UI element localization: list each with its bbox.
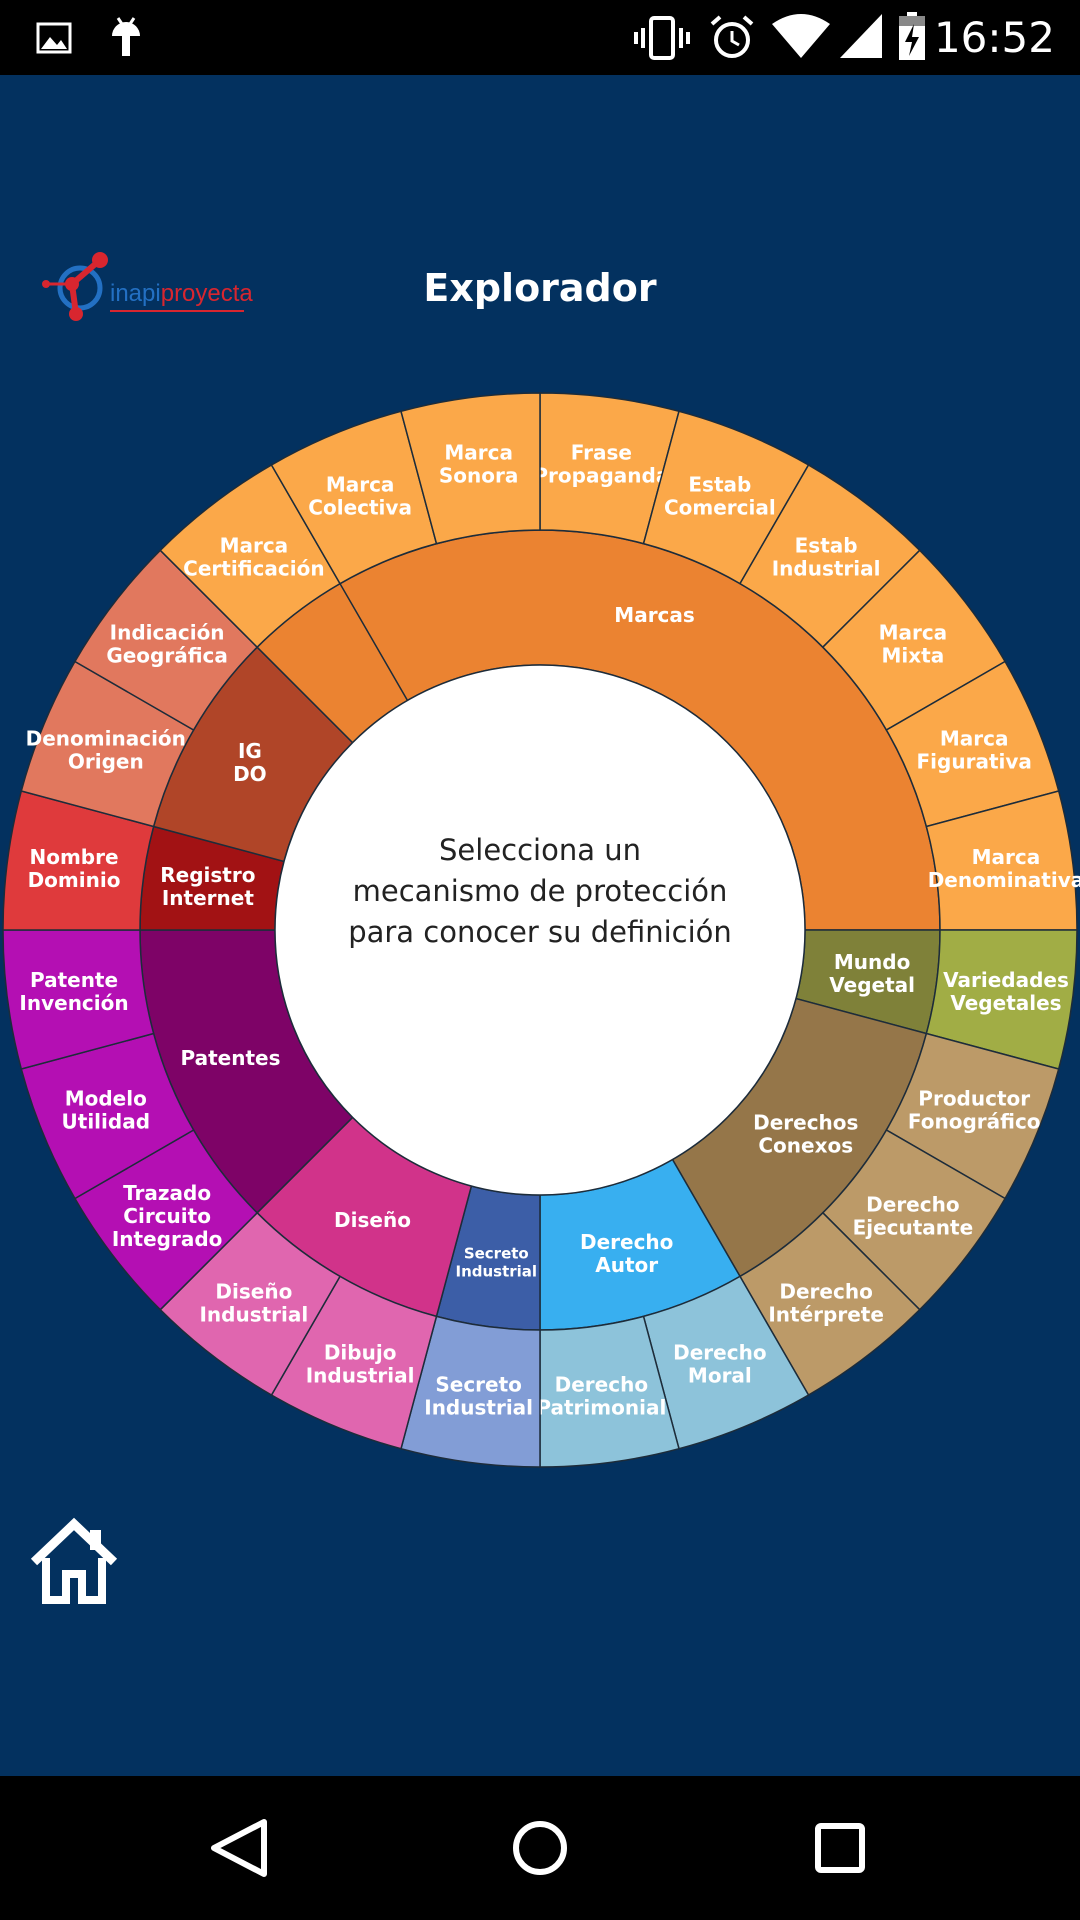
home-icon bbox=[30, 1517, 118, 1604]
logo-text-proyecta: proyecta bbox=[160, 280, 253, 307]
signal-icon bbox=[840, 14, 882, 58]
vibrate-icon bbox=[634, 16, 690, 60]
logo-text-inapi: inapi bbox=[110, 280, 161, 307]
inapi-logo: inapiproyecta bbox=[40, 246, 253, 324]
center-prompt-line-2: mecanismo de protección bbox=[352, 874, 728, 908]
alarm-icon bbox=[710, 15, 754, 58]
center-prompt-line-1: Selecciona un bbox=[439, 833, 641, 867]
android-debug-icon bbox=[112, 17, 140, 56]
home-circle-icon[interactable] bbox=[500, 1808, 580, 1888]
wheel-center bbox=[274, 664, 806, 1196]
center-prompt: Selecciona un mecanismo de protección pa… bbox=[300, 830, 780, 953]
wifi-icon bbox=[772, 14, 830, 58]
recents-icon[interactable] bbox=[800, 1808, 880, 1888]
logo-mark-icon bbox=[42, 252, 108, 321]
status-time: 16:52 bbox=[933, 13, 1055, 62]
wheel-segment-shape bbox=[400, 392, 541, 545]
status-bar: 16:52 bbox=[0, 0, 1080, 75]
logo-underline bbox=[110, 310, 244, 312]
navigation-bar bbox=[0, 1776, 1080, 1920]
image-icon bbox=[36, 22, 72, 54]
home-button[interactable] bbox=[28, 1516, 120, 1604]
page-title: Explorador bbox=[423, 266, 657, 310]
center-prompt-line-3: para conocer su definición bbox=[348, 915, 732, 949]
logo-text: inapiproyecta bbox=[110, 280, 253, 308]
back-icon[interactable] bbox=[200, 1808, 280, 1888]
battery-charging-icon bbox=[899, 12, 925, 60]
